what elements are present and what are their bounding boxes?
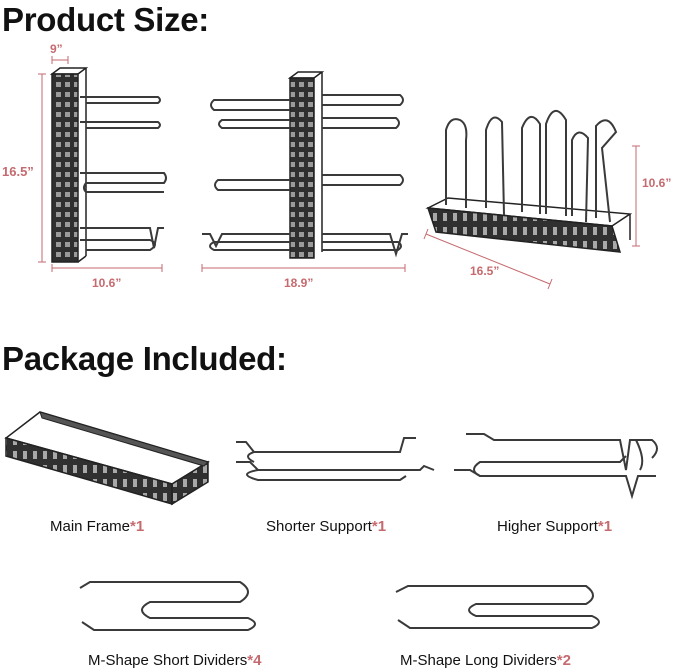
rack-upright-illustration bbox=[425, 110, 633, 253]
caption-name: M-Shape Short Dividers bbox=[88, 652, 248, 669]
caption-qty: *1 bbox=[371, 518, 387, 535]
caption-name: Main Frame bbox=[50, 518, 131, 535]
caption-qty: *4 bbox=[247, 652, 262, 669]
height-c-label: 10.6” bbox=[642, 176, 672, 190]
shorter-support-illustration bbox=[236, 437, 435, 481]
caption-qty: *1 bbox=[130, 518, 145, 535]
caption-name: M-Shape Long Dividers bbox=[400, 652, 557, 669]
width-b-label: 18.9” bbox=[284, 276, 314, 290]
main-frame-illustration bbox=[4, 411, 210, 506]
caption-shorter-support: Shorter Support*1 bbox=[266, 518, 386, 535]
long-dividers-illustration bbox=[395, 585, 600, 629]
height-left-label: 16.5” bbox=[2, 164, 34, 179]
caption-qty: *2 bbox=[556, 652, 571, 669]
width-a-label: 10.6” bbox=[92, 276, 122, 290]
caption-higher-support: Higher Support*1 bbox=[497, 518, 612, 535]
caption-name: Higher Support bbox=[497, 518, 598, 535]
short-dividers-illustration bbox=[79, 581, 256, 631]
rack-horizontal-illustration bbox=[202, 71, 408, 259]
caption-name: Shorter Support bbox=[266, 518, 372, 535]
length-c-label: 16.5” bbox=[470, 264, 500, 278]
higher-support-illustration bbox=[454, 433, 658, 500]
product-size-heading: Product Size: bbox=[2, 1, 209, 38]
rack-vertical-illustration bbox=[49, 67, 167, 263]
package-included-heading: Package Included: bbox=[2, 340, 287, 377]
caption-long-dividers: M-Shape Long Dividers*2 bbox=[400, 652, 571, 669]
caption-main-frame: Main Frame*1 bbox=[50, 518, 144, 535]
caption-qty: *1 bbox=[597, 518, 613, 535]
caption-short-dividers: M-Shape Short Dividers*4 bbox=[88, 652, 261, 669]
dimension-lines bbox=[38, 56, 640, 290]
depth-label: 9” bbox=[50, 42, 63, 56]
